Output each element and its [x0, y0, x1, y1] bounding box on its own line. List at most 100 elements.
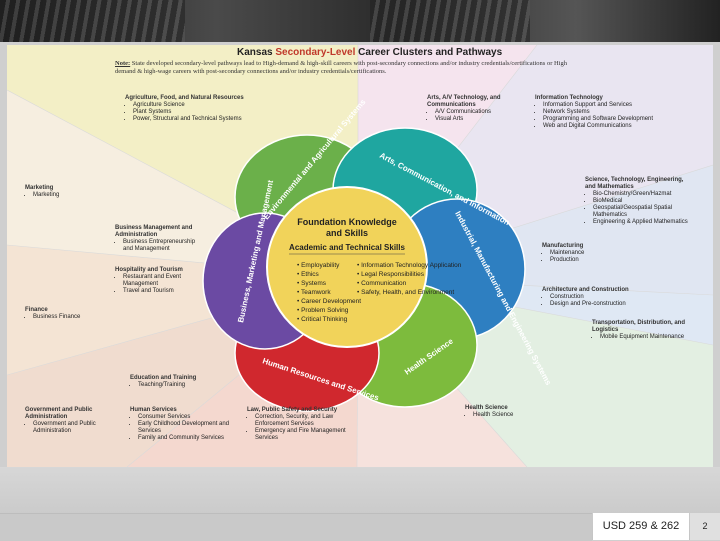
pathway-item: BioMedical	[593, 198, 695, 205]
cluster-health: Health ScienceHealth Science	[465, 405, 555, 419]
pathway-list: Consumer ServicesEarly Childhood Develop…	[130, 414, 250, 442]
cluster-heading: Finance	[25, 307, 48, 313]
pathway-item: Family and Community Services	[138, 435, 250, 442]
pathway-item: Bio-Chemistry/Green/Hazmat	[593, 191, 695, 198]
pathway-item: Production	[550, 257, 632, 264]
pathway-item: Correction, Security, and Law Enforcemen…	[255, 414, 357, 428]
pathway-item: Marketing	[33, 192, 95, 199]
pathway-list: Information Support and ServicesNetwork …	[535, 102, 675, 130]
pathway-item: Programming and Software Development	[543, 116, 675, 123]
cluster-heading: Business Management and Administration	[115, 225, 193, 238]
footer-org: USD 259 & 262	[593, 513, 689, 540]
pathway-item: Design and Pre-construction	[550, 301, 652, 308]
cluster-edu: Education and TrainingTeaching/Training	[130, 375, 220, 389]
center-title-line1: Foundation Knowledge	[297, 217, 397, 227]
cluster-heading: Health Science	[465, 405, 508, 411]
cluster-law: Law, Public Safety and SecurityCorrectio…	[247, 407, 357, 442]
center-title-line2: and Skills	[326, 228, 368, 238]
cluster-ht: Hospitality and TourismRestaurant and Ev…	[115, 267, 205, 295]
cluster-heading: Education and Training	[130, 375, 197, 381]
cluster-heading: Architecture and Construction	[542, 287, 629, 293]
cluster-mfg: ManufacturingMaintenanceProduction	[542, 243, 632, 264]
cluster-marketing: MarketingMarketing	[25, 185, 95, 199]
pathway-item: Geospatial/Geospatial Spatial Mathematic…	[593, 205, 695, 219]
skill-item: • Safety, Health, and Environment	[357, 289, 454, 296]
pathway-item: Business Entrepreneurship and Management	[123, 239, 205, 253]
skill-item: • Ethics	[297, 271, 320, 278]
skill-item: • Critical Thinking	[297, 316, 348, 323]
center-circle	[266, 186, 428, 348]
pathway-list: Restaurant and Event ManagementTravel an…	[115, 274, 205, 295]
pathway-item: Construction	[550, 294, 652, 301]
banner-texture-left	[0, 0, 185, 42]
skill-item: • Problem Solving	[297, 307, 349, 314]
cluster-heading: Transportation, Distribution, and Logist…	[592, 320, 685, 333]
footer-left-panel	[0, 513, 592, 541]
cluster-heading: Agriculture, Food, and Natural Resources	[125, 95, 244, 101]
cluster-heading: Manufacturing	[542, 243, 584, 249]
pathway-list: Health Science	[465, 412, 555, 419]
pathway-item: Teaching/Training	[138, 382, 220, 389]
pathway-list: Correction, Security, and Law Enforcemen…	[247, 414, 357, 442]
cluster-heading: Marketing	[25, 185, 54, 191]
cluster-heading: Human Services	[130, 407, 177, 413]
cluster-heading: Law, Public Safety and Security	[247, 407, 338, 413]
pathway-item: Engineering & Applied Mathematics	[593, 219, 695, 226]
cluster-heading: Information Technology	[535, 95, 603, 101]
pathway-list: Business Finance	[25, 314, 120, 321]
pathway-item: Early Childhood Development and Services	[138, 421, 250, 435]
career-clusters-diagram: Environmental and Agricultural Systems A…	[7, 45, 713, 467]
pathway-list: Government and Public Administration	[25, 421, 125, 435]
footer-page-number: 2	[690, 513, 720, 540]
pathway-list: Business Entrepreneurship and Management	[115, 239, 205, 253]
banner-texture-right	[370, 0, 530, 42]
page-title: Kansas Secondary-Level Career Clusters a…	[237, 47, 503, 58]
skill-item: • Teamwork	[297, 289, 331, 296]
cluster-gov: Government and Public AdministrationGove…	[25, 407, 125, 435]
cluster-hs: Human ServicesConsumer ServicesEarly Chi…	[130, 407, 250, 442]
skills-right-list: • Information Technology Application • Le…	[357, 262, 462, 296]
cluster-it: Information TechnologyInformation Suppor…	[535, 95, 675, 130]
pathway-item: Business Finance	[33, 314, 120, 321]
pathway-item: Mobile Equipment Maintenance	[600, 334, 702, 341]
pathway-item: Agriculture Science	[133, 102, 265, 109]
cluster-finance: FinanceBusiness Finance	[25, 307, 120, 321]
cluster-ag: Agriculture, Food, and Natural Resources…	[125, 95, 265, 123]
cluster-stem: Science, Technology, Engineering, and Ma…	[585, 177, 695, 226]
pathway-item: Maintenance	[550, 250, 632, 257]
pathway-item: Travel and Tourism	[123, 288, 205, 295]
pathway-item: Emergency and Fire Management Services	[255, 428, 357, 442]
pathway-list: Bio-Chemistry/Green/HazmatBioMedicalGeos…	[585, 191, 695, 226]
pathway-list: A/V CommunicationsVisual Arts	[427, 109, 507, 123]
pathway-item: Visual Arts	[435, 116, 507, 123]
pathway-item: Information Support and Services	[543, 102, 675, 109]
skill-item: • Communication	[357, 280, 407, 287]
pathway-item: Power, Structural and Technical Systems	[133, 116, 265, 123]
pathway-list: Agriculture SciencePlant SystemsPower, S…	[125, 102, 265, 123]
skill-item: • Systems	[297, 280, 327, 287]
pathway-list: Mobile Equipment Maintenance	[592, 334, 702, 341]
header-banner	[0, 0, 720, 42]
cluster-arts: Arts, A/V Technology, and Communications…	[427, 95, 507, 123]
cluster-heading: Arts, A/V Technology, and Communications	[427, 95, 501, 108]
cluster-heading: Hospitality and Tourism	[115, 267, 183, 273]
pathway-item: Web and Digital Communications	[543, 123, 675, 130]
center-subtitle: Academic and Technical Skills	[289, 243, 405, 252]
pathway-item: Consumer Services	[138, 414, 250, 421]
skill-item: • Career Development	[297, 298, 361, 305]
pathway-list: MaintenanceProduction	[542, 250, 632, 264]
cluster-heading: Science, Technology, Engineering, and Ma…	[585, 177, 684, 190]
pathway-list: Marketing	[25, 192, 95, 199]
cluster-bma: Business Management and AdministrationBu…	[115, 225, 205, 253]
pathway-item: Government and Public Administration	[33, 421, 125, 435]
pathway-list: ConstructionDesign and Pre-construction	[542, 294, 652, 308]
slide-content: Environmental and Agricultural Systems A…	[7, 45, 713, 467]
cluster-heading: Government and Public Administration	[25, 407, 93, 420]
pathway-item: Network Systems	[543, 109, 675, 116]
pathway-list: Teaching/Training	[130, 382, 220, 389]
pathway-item: Health Science	[473, 412, 555, 419]
skill-item: • Information Technology Application	[357, 262, 462, 269]
skills-left-list: • Employability • Ethics • Systems • Teamwo…	[297, 262, 361, 323]
skill-item: • Legal Responsibilities	[357, 271, 425, 278]
skill-item: • Employability	[297, 262, 340, 269]
